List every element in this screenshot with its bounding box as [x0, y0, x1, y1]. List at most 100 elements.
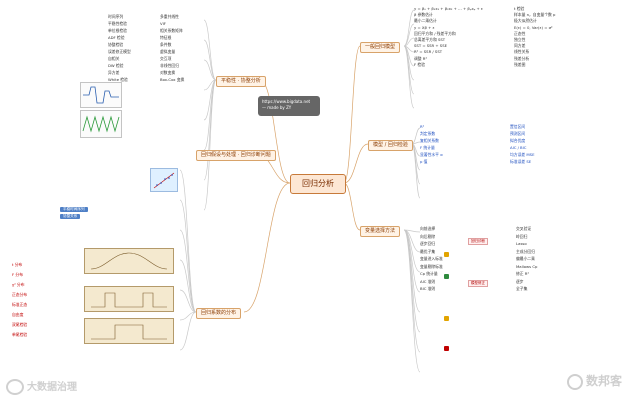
leaf-node[interactable]: AIC / BIC	[510, 145, 527, 150]
leaf-node[interactable]: 自相关	[108, 56, 120, 61]
connector-line	[203, 39, 217, 81]
leaf-node[interactable]: 异方差	[108, 70, 120, 75]
leaf-node[interactable]: 向前选择	[420, 226, 436, 231]
leaf-node[interactable]: 非线性回归	[160, 63, 179, 68]
connector-line	[403, 37, 415, 47]
leaf-node[interactable]: 误差修正模型	[108, 49, 131, 54]
distribution-panel-1	[84, 248, 174, 274]
branch-stationarity[interactable]: 平稳性 · 协整分析	[216, 76, 266, 87]
leaf-node[interactable]: χ² 分布	[12, 282, 25, 287]
leaf-node[interactable]: t 分布	[12, 262, 23, 267]
leaf-node[interactable]: 多重共线性	[160, 14, 179, 19]
leaf-node[interactable]: Cp 统计量	[420, 271, 438, 276]
leaf-node[interactable]: 显著性水平 α	[420, 152, 443, 157]
leaf-node[interactable]: Box-Cox 变换	[160, 77, 185, 82]
branch-selection[interactable]: 变量选择方法	[360, 226, 401, 237]
leaf-node[interactable]: 修正 R²	[516, 271, 529, 276]
leaf-node[interactable]: 残差分析	[514, 55, 530, 61]
leaf-node[interactable]: Mallows Cp	[516, 263, 538, 269]
leaf-node[interactable]: 变量进入标准	[420, 256, 443, 261]
leaf-node[interactable]: 变量剔除标准	[420, 263, 443, 269]
leaf-node[interactable]: 样本量 n，自变量个数 p	[514, 12, 556, 18]
branch-basics[interactable]: 一般回归模型	[360, 42, 401, 53]
leaf-node[interactable]: 正态分布	[12, 292, 28, 297]
leaf-node[interactable]: 置信区间	[510, 124, 526, 129]
leaf-node[interactable]: F 检验	[414, 61, 425, 67]
leaf-node[interactable]: 判定系数	[420, 131, 436, 136]
leaf-node[interactable]: 调整 R²	[414, 55, 427, 61]
leaf-node[interactable]: 条件数	[160, 42, 172, 47]
distribution-panel-2	[84, 286, 174, 312]
leaf-node[interactable]: 时间序列	[108, 14, 124, 19]
leaf-node[interactable]: Lasso	[516, 241, 527, 246]
leaf-node[interactable]: 预测区间	[510, 131, 526, 136]
leaf-node[interactable]: 残差图	[514, 61, 526, 67]
leaf-node[interactable]: White 检验	[108, 77, 128, 82]
flag-icon	[444, 346, 449, 351]
watermark-right: 数邦客	[567, 372, 622, 390]
leaf-node[interactable]: F 分布	[12, 272, 23, 277]
leaf-node[interactable]: 复相关系数	[420, 138, 439, 143]
leaf-node[interactable]: 相关系数矩阵	[160, 28, 183, 33]
leaf-node[interactable]: 回归平方和 / 残差平方和	[414, 30, 456, 36]
leaf-node[interactable]: 最小二乘估计	[414, 18, 437, 24]
tag-stationary-series[interactable]: 平稳时间序列	[60, 207, 88, 212]
branch-assumptions[interactable]: 回归假设与处理 · 回归诊断问题	[196, 150, 276, 161]
leaf-node[interactable]: SST = SSR + SSE	[414, 43, 448, 49]
warning-icon	[444, 252, 449, 257]
leaf-node[interactable]: VIF	[160, 21, 166, 26]
leaf-node[interactable]: 交叉验证	[516, 226, 532, 231]
warning-icon-2	[444, 316, 449, 321]
leaf-node[interactable]: 总离差平方和 SST	[414, 37, 446, 42]
leaf-node[interactable]: AIC 准则	[420, 278, 436, 284]
center-topic[interactable]: 回归分析	[290, 174, 346, 194]
leaf-node[interactable]: 极大似然估计	[514, 18, 537, 24]
leaf-node[interactable]: 线性关系	[514, 49, 530, 55]
leaf-node[interactable]: 偏最小二乘	[516, 256, 535, 261]
leaf-node[interactable]: 协整检验	[108, 42, 124, 47]
connector-line	[179, 229, 197, 313]
connector-line	[411, 127, 421, 145]
connector-line	[403, 229, 421, 333]
leaf-node[interactable]: ADF 检验	[108, 35, 125, 40]
leaf-node[interactable]: 独立性	[514, 37, 526, 42]
leaf-node[interactable]: 正态性	[514, 30, 526, 36]
leaf-node[interactable]: 均方误差 MSE	[510, 152, 535, 157]
leaf-node[interactable]: 对数变换	[160, 70, 176, 75]
leaf-node[interactable]: DW 检验	[108, 63, 124, 68]
leaf-node[interactable]: R²	[420, 124, 425, 129]
leaf-node[interactable]: p 值	[420, 159, 428, 164]
leaf-node[interactable]: F 统计量	[420, 145, 435, 150]
leaf-node[interactable]: 拟合优度	[510, 138, 526, 143]
leaf-node[interactable]: 逐步	[516, 278, 524, 284]
branch-distributions[interactable]: 回归系数的分布	[196, 308, 242, 319]
leaf-node[interactable]: 向后剔除	[420, 233, 436, 239]
leaf-node[interactable]: y = Xβ + ε	[414, 24, 435, 30]
leaf-node[interactable]: β 参数估计	[414, 12, 433, 18]
leaf-node[interactable]: 自由度	[12, 312, 24, 317]
leaf-node[interactable]: t 检验	[514, 6, 525, 11]
flow-box-correction[interactable]: 模型修正	[468, 280, 488, 287]
leaf-node[interactable]: 逐步回归	[420, 241, 436, 246]
leaf-node[interactable]: y = β₀ + β₁x₁ + β₂x₂ + … + βₚxₚ + ε	[414, 6, 483, 11]
leaf-node[interactable]: 标准正态	[12, 302, 28, 307]
leaf-node[interactable]: 双尾检验	[12, 322, 28, 327]
flow-box-diagnosis[interactable]: 回归诊断	[468, 238, 488, 245]
leaf-node[interactable]: 同方差	[514, 43, 526, 49]
leaf-node[interactable]: R² = SSR / SST	[414, 49, 443, 55]
leaf-node[interactable]: 主成分回归	[516, 248, 535, 254]
branch-metrics[interactable]: 模型 / 回归检验	[368, 140, 413, 151]
leaf-node[interactable]: 单位根检验	[108, 28, 127, 33]
leaf-node[interactable]: 平稳性检验	[108, 21, 127, 26]
tag-cointegration[interactable]: 协整关系	[60, 214, 81, 219]
leaf-node[interactable]: 最优子集	[420, 248, 436, 254]
leaf-node[interactable]: BIC 准则	[420, 286, 436, 291]
leaf-node[interactable]: 单尾检验	[12, 332, 28, 337]
leaf-node[interactable]: 特征根	[160, 35, 172, 40]
leaf-node[interactable]: 虚拟变量	[160, 49, 176, 54]
leaf-node[interactable]: 岭回归	[516, 233, 528, 239]
leaf-node[interactable]: 全子集	[516, 286, 528, 291]
leaf-node[interactable]: 交互项	[160, 56, 172, 61]
leaf-node[interactable]: E(ε) = 0, Var(ε) = σ²	[514, 24, 553, 30]
leaf-node[interactable]: 标准误差 SE	[510, 159, 532, 164]
